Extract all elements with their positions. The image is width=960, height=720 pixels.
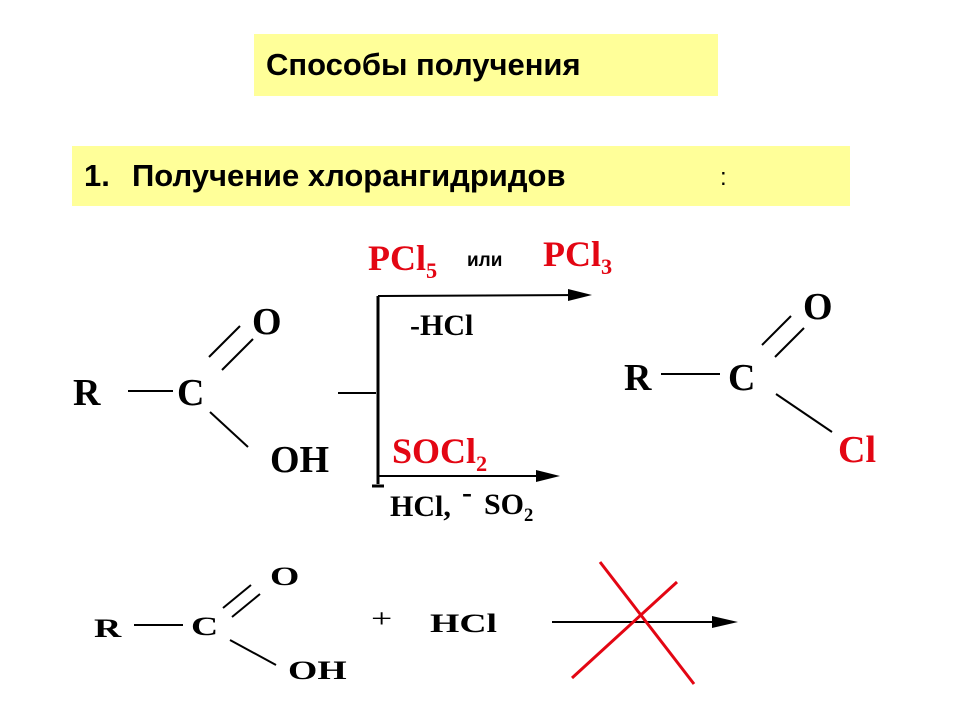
bottom-o: O <box>270 562 300 591</box>
subtitle-text: Получение хлорангидридов <box>132 158 566 193</box>
reagent-pcl5-base: PCl <box>368 238 426 278</box>
reagent-pcl3: PCl3 <box>543 234 612 277</box>
cross-line-2 <box>570 580 679 680</box>
reagent-or: или <box>467 250 503 271</box>
product-r: R <box>624 357 652 399</box>
bond-c-oh <box>209 411 249 448</box>
bottom-bond-c-oh <box>229 639 277 666</box>
bond-c-o-double-1 <box>208 325 241 358</box>
reagent-pcl5: PCl5 <box>368 238 437 281</box>
reagent-socl2-subscript: 2 <box>476 450 488 476</box>
reactant-c: C <box>177 372 205 414</box>
byproduct-hcl-lower: HCl, <box>390 490 451 523</box>
reactant-o: O <box>252 301 282 343</box>
lower-arrow-head <box>536 470 560 482</box>
reagent-pcl3-base: PCl <box>543 234 601 274</box>
product-bond-c-cl <box>775 393 833 433</box>
bottom-r: R <box>94 614 122 643</box>
reagent-pcl5-subscript: 5 <box>426 257 438 283</box>
byproduct-hcl-upper: -HCl <box>410 309 474 342</box>
reagent-pcl3-subscript: 3 <box>601 253 613 279</box>
page-title: Способы получения <box>266 47 581 82</box>
bottom-bond-c-o-double-1 <box>222 584 252 609</box>
byproduct-so2-base: SO <box>484 488 525 521</box>
cross-line-1 <box>598 561 696 685</box>
subtitle-box: 1. Получение хлорангидридов : <box>72 146 850 206</box>
byproduct-dash: - <box>462 476 472 509</box>
bottom-c: C <box>191 612 219 641</box>
bond-c-o-double-2 <box>221 338 254 371</box>
subtitle-colon: : <box>720 164 727 191</box>
product-c: C <box>728 357 756 399</box>
reactant-oh: OH <box>270 439 330 481</box>
byproduct-so2: SO2 <box>484 488 533 525</box>
reagent-socl2-base: SOCl <box>392 431 477 471</box>
product-o: O <box>803 286 833 328</box>
subtitle-number: 1. <box>84 158 110 193</box>
bottom-bond-c-o-double-2 <box>231 593 261 618</box>
product-bond-c-o-double-2 <box>774 327 805 358</box>
upper-arrow-line <box>377 294 585 297</box>
bottom-hcl: HCl <box>430 609 498 638</box>
title-box: Способы получения <box>254 34 718 96</box>
upper-arrow-head <box>568 289 592 301</box>
product-bond-c-o-double-1 <box>761 315 792 346</box>
reactant-r: R <box>73 372 101 414</box>
bottom-plus: + <box>371 604 393 633</box>
product-cl: Cl <box>838 429 876 471</box>
reagent-socl2: SOCl2 <box>392 431 487 474</box>
bottom-oh: OH <box>288 656 347 685</box>
bottom-arrow-head <box>712 616 738 628</box>
byproduct-so2-subscript: 2 <box>524 504 534 526</box>
